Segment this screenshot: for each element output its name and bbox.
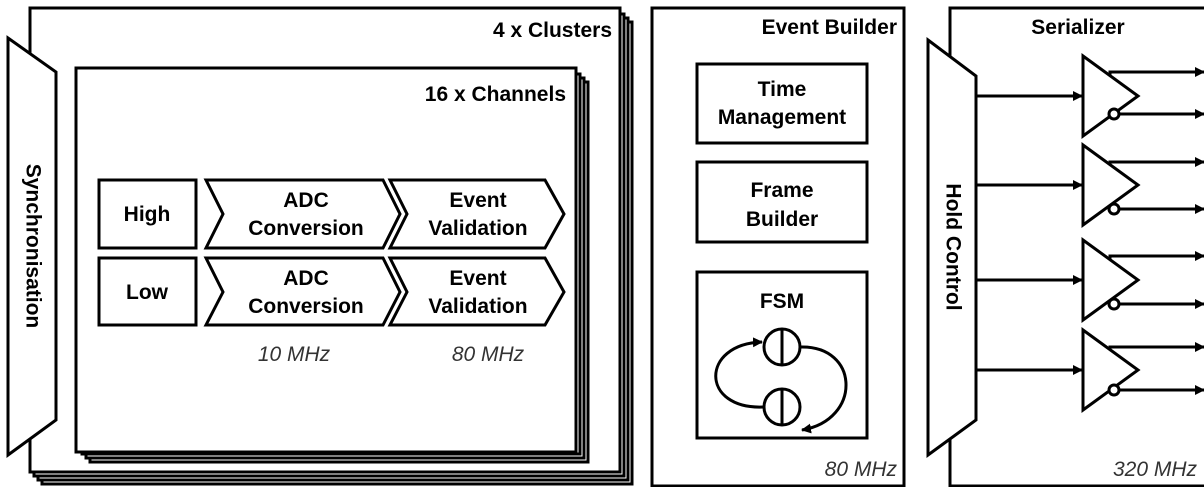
driver-2-positive-output: [1108, 157, 1204, 167]
event-builder-frequency: 80 MHz: [825, 458, 898, 481]
low-event-validation-stage: [387, 256, 566, 327]
low-gain-row: Low ADC Conversion Event Validation: [97, 256, 566, 327]
event-builder-title: Event Builder: [762, 16, 897, 39]
time-management-box: [695, 62, 869, 145]
hold-control-label: Hold Control: [941, 183, 964, 310]
low-gain-label: Low: [126, 281, 169, 304]
clusters-title: 4 x Clusters: [493, 19, 612, 42]
adc-frequency: 10 MHz: [258, 343, 331, 366]
lvds-driver-3: [976, 237, 1204, 323]
high-event-line2: Validation: [428, 217, 527, 240]
driver-3-positive-output: [1108, 251, 1204, 261]
lvds-driver-2: [976, 142, 1204, 228]
driver-4-positive-output: [1108, 342, 1204, 352]
low-gain-box: [97, 256, 198, 327]
serializer-frequency: 320 MHz: [1113, 458, 1198, 481]
lvds-driver-4: [976, 327, 1204, 413]
time-management-line2: Management: [718, 106, 846, 129]
frame-builder-box: [695, 160, 869, 244]
low-event-line2: Validation: [428, 295, 527, 318]
low-adc-line1: ADC: [283, 267, 329, 290]
synchronisation-shape: [6, 35, 58, 458]
low-event-line1: Event: [449, 267, 506, 290]
lvds-driver-1: [976, 53, 1204, 139]
fsm-state-graph: [714, 327, 848, 434]
high-gain-row: High ADC Conversion Event Validation: [97, 178, 566, 250]
high-adc-line1: ADC: [283, 189, 329, 212]
channels-title: 16 x Channels: [425, 83, 566, 106]
driver-1-positive-output: [1108, 67, 1204, 77]
fsm-label: FSM: [760, 290, 804, 313]
event-builder-block: Event Builder Time Management Frame Buil…: [650, 6, 906, 487]
hold-control-shape: [926, 37, 978, 458]
driver-2-inverter-bubble: [1107, 202, 1121, 216]
high-gain-box: [97, 178, 198, 250]
high-event-validation-stage: [387, 178, 566, 250]
high-event-line1: Event: [449, 189, 506, 212]
event-validation-frequency: 80 MHz: [452, 343, 525, 366]
frame-builder-line2: Builder: [746, 208, 818, 231]
frame-builder-line1: Frame: [750, 179, 813, 202]
fsm-transition-right: [799, 345, 848, 434]
fsm-transition-left: [714, 337, 765, 409]
synchronisation-label: Synchronisation: [21, 164, 44, 329]
high-gain-label: High: [124, 203, 171, 226]
high-adc-conversion-stage: [203, 178, 402, 250]
low-adc-conversion-stage: [203, 256, 402, 327]
serializer-title: Serializer: [1031, 16, 1124, 39]
driver-4-inverter-bubble: [1107, 383, 1121, 397]
serializer-box: [948, 6, 1204, 487]
serializer-block: Serializer Hold Control: [926, 6, 1204, 487]
low-adc-line2: Conversion: [248, 295, 364, 318]
synchronisation-block: Synchronisation: [6, 35, 58, 458]
high-adc-line2: Conversion: [248, 217, 364, 240]
driver-3-inverter-bubble: [1107, 297, 1121, 311]
driver-1-inverter-bubble: [1107, 107, 1121, 121]
time-management-line1: Time: [758, 78, 807, 101]
